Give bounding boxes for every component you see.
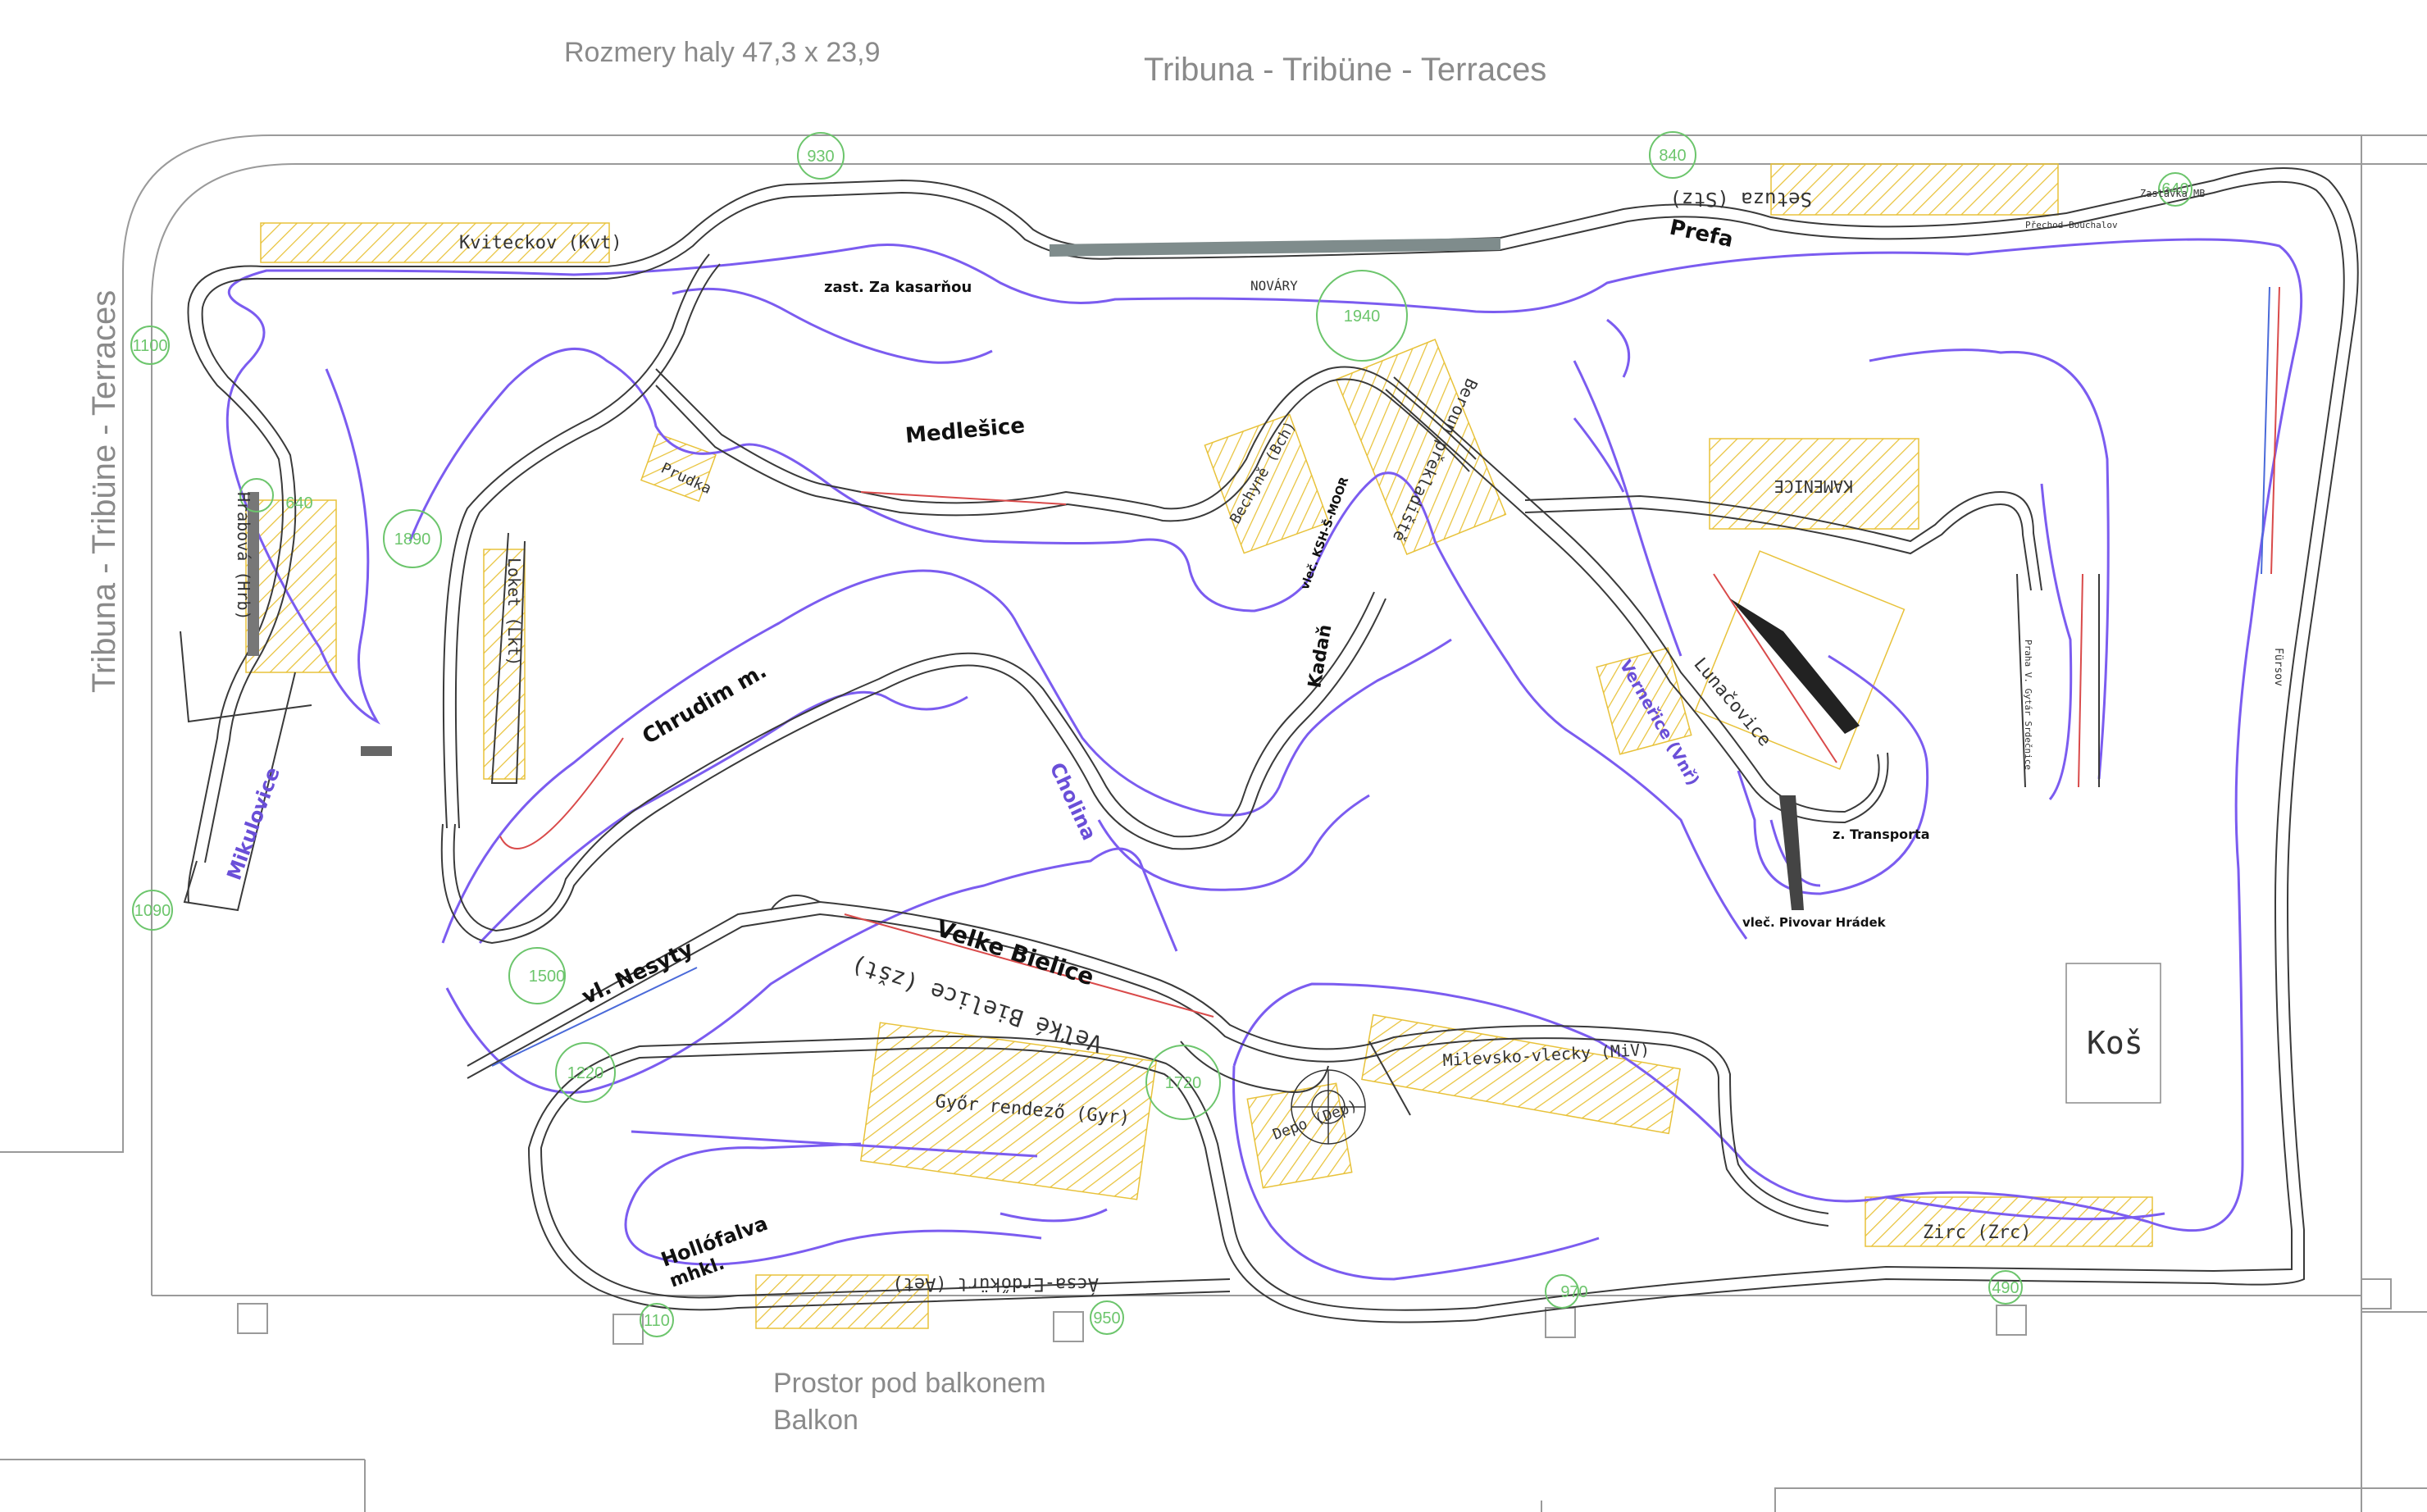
elevation-marker-labels: 930 840 640 1100 640 1890 1940 1090 1220… <box>132 147 2188 1330</box>
station-velke-bielice: Velke Bielice <box>933 914 1097 991</box>
station-hrabova: Hrabová (Hrb) <box>234 492 253 621</box>
marker-110 <box>640 1303 674 1337</box>
marker-1500 <box>508 947 566 1004</box>
marker-label-840: 840 <box>1659 147 1686 165</box>
station-zastavka-mb: Zastávka MB <box>2140 188 2205 199</box>
marker-950 <box>1090 1300 1124 1335</box>
marker-1100 <box>130 326 170 365</box>
marker-label-950: 950 <box>1093 1309 1120 1328</box>
station-vlec-pivovar: vleč. Pivovar Hrádek <box>1742 915 1887 930</box>
marker-label-640-top: 640 <box>2161 180 2188 198</box>
top-stand-label: Tribuna - Tribüne - Terraces <box>1144 52 1546 88</box>
station-z-transporta: z. Transporta <box>1833 827 1930 842</box>
marker-label-640-left: 640 <box>285 494 312 512</box>
marker-1090 <box>132 890 173 931</box>
station-mikulovice: Mikulovice <box>222 764 285 883</box>
marker-label-1890: 1890 <box>394 531 431 549</box>
under-balcony-label: Prostor pod balkonem <box>773 1368 1046 1399</box>
hall-pillars <box>237 1278 2392 1345</box>
station-acsa: Ácsa-Erdőkürt (Aet) <box>892 1273 1099 1295</box>
marker-640-top <box>2158 172 2192 207</box>
station-chrudim: Chrudim m. <box>639 658 772 749</box>
hall-dimensions: Rozmery haly 47,3 x 23,9 <box>564 37 881 68</box>
station-prazsky: Praha V. Gytár Srdečnice <box>2023 640 2033 770</box>
station-medlesice: Medlešice <box>904 413 1026 449</box>
marker-970 <box>1545 1274 1579 1309</box>
station-prefa: Prefa <box>1668 216 1736 253</box>
marker-930 <box>797 132 845 180</box>
marker-label-490: 490 <box>1992 1279 2019 1297</box>
marker-label-970: 970 <box>1560 1283 1587 1301</box>
station-prechod: Přechod Bouchalov <box>2025 220 2118 230</box>
marker-840 <box>1649 131 1696 179</box>
station-zirc: Zirc (Zrc) <box>1923 1223 2031 1243</box>
station-loket: Loket (Lkt) <box>504 558 524 666</box>
turntable-depo <box>1291 1069 1366 1145</box>
station-za-kasarnou: zast. Za kasarňou <box>824 279 972 296</box>
route-lines <box>225 238 2303 1281</box>
marker-1940 <box>1316 270 1408 362</box>
station-kvitekov: Kviteckov (Kvt) <box>459 233 622 253</box>
marker-640-left <box>239 478 274 512</box>
marker-label-110: 110 <box>644 1312 670 1330</box>
lunacovice-zone <box>1694 550 2161 1104</box>
left-stand-label: Tribuna - Tribüne - Terraces <box>86 290 122 693</box>
marker-1220 <box>555 1042 616 1103</box>
elevation-markers <box>130 131 2192 1337</box>
station-vl-nesyty: vl. Nesyty <box>578 936 697 1009</box>
hatched-zones <box>245 163 2153 1329</box>
marker-label-1100: 1100 <box>132 337 167 355</box>
station-kos: Koš <box>2087 1025 2143 1061</box>
marker-490 <box>1988 1270 2023 1305</box>
marker-label-1940: 1940 <box>1344 307 1381 326</box>
station-cholina: Cholina <box>1045 759 1101 844</box>
station-firsov: Fürsov <box>2272 648 2284 686</box>
station-blocks <box>248 238 1860 910</box>
station-kadan: Kadaň <box>1305 623 1336 690</box>
marker-1890 <box>383 509 442 568</box>
marker-label-1720: 1720 <box>1165 1074 1202 1092</box>
marker-label-1220: 1220 <box>567 1064 604 1082</box>
marker-label-930: 930 <box>807 148 834 166</box>
hall-boundary <box>0 134 2427 1512</box>
marker-1720 <box>1145 1045 1221 1120</box>
station-setuza: Setuza (Stz) <box>1670 188 1812 211</box>
marker-label-1500: 1500 <box>529 968 566 986</box>
marker-label-1090: 1090 <box>134 902 171 920</box>
balcony-label: Balkon <box>773 1405 858 1436</box>
station-novary: NOVÁRY <box>1250 278 1298 294</box>
track-details <box>491 286 2280 1067</box>
station-kamenice: KAMENICE <box>1774 476 1853 496</box>
